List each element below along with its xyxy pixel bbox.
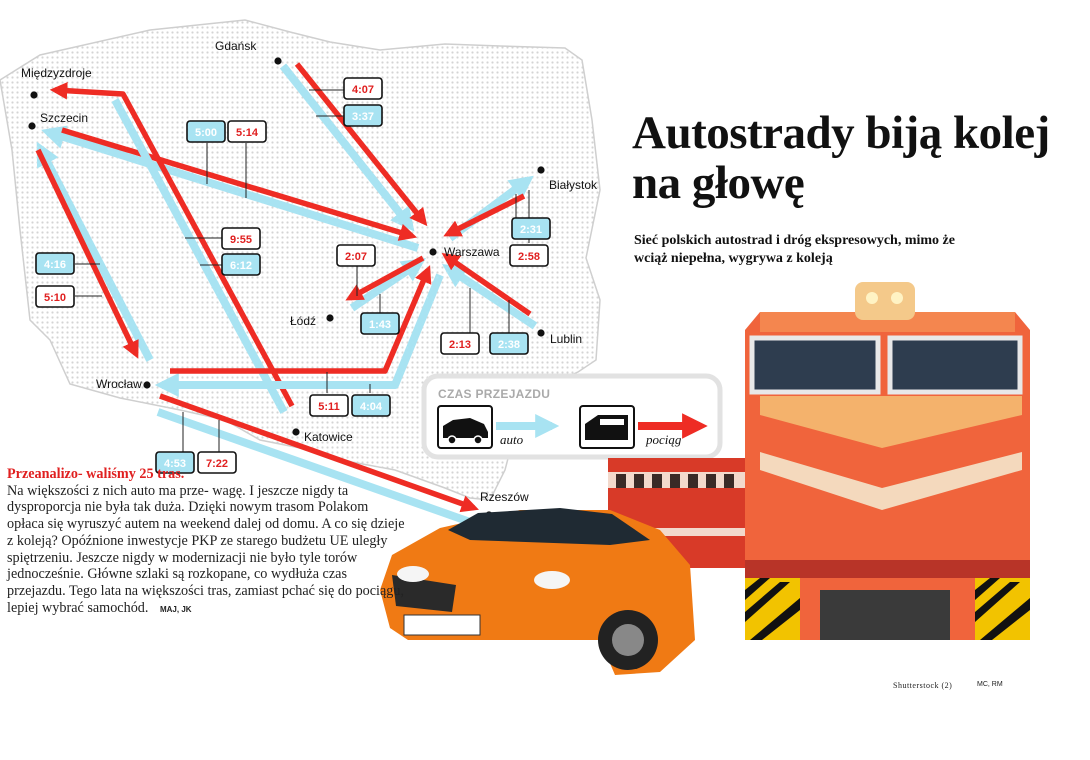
- route-train-lodz-warszawa: [345, 255, 425, 301]
- car-time-box: [360, 312, 400, 335]
- train-time: 2:13: [449, 339, 471, 351]
- train-icon: [579, 405, 635, 449]
- train-time: 4:07: [352, 84, 374, 96]
- city-dot-szczecin: [28, 122, 36, 130]
- car-time-box: [221, 253, 261, 276]
- city-label-katowice: Katowice: [304, 430, 353, 444]
- article-lead: Przeanalizo- waliśmy 25 tras.: [7, 466, 185, 482]
- photo-credit: Shutterstock (2): [893, 681, 953, 690]
- train-time-box: [197, 451, 237, 474]
- route-car-katowice-miedzyzdroje: [111, 98, 288, 414]
- city-label-gdansk: Gdańsk: [215, 39, 257, 53]
- car-time-box: [351, 394, 391, 417]
- city-label-bialystok: Białystok: [549, 178, 598, 192]
- train-time: 5:10: [44, 292, 66, 304]
- city-dot-wroclaw: [143, 381, 151, 389]
- car-time-box: [343, 104, 383, 127]
- route-train-katowice-miedzyzdroje: [49, 81, 295, 408]
- cities-layer: Gdańsk Międzyzdroje Szczecin Białystok W…: [21, 39, 598, 519]
- train-time: 7:22: [206, 458, 228, 470]
- train-time-box: [336, 244, 376, 267]
- city-dot-bialystok: [537, 166, 545, 174]
- route-train-wroclaw-rzeszow: [159, 393, 479, 513]
- route-car-warszawa-wroclaw: [154, 273, 444, 397]
- route-car-wroclaw-szczecin: [36, 141, 154, 362]
- route-train-lublin-warszawa: [441, 252, 532, 317]
- city-dot-miedzyzdroje: [30, 91, 38, 99]
- car-time-box: [186, 120, 226, 143]
- route-train-warszawa-szczecin: [61, 127, 418, 241]
- city-dot-lublin: [537, 329, 545, 337]
- city-label-lublin: Lublin: [550, 332, 582, 346]
- train-time-box: [440, 332, 480, 355]
- train-time-box: [509, 244, 549, 267]
- route-train-bialystok-warszawa: [443, 193, 526, 237]
- city-dot-lodz: [326, 314, 334, 322]
- route-train-wroclaw-szczecin: [35, 148, 139, 359]
- car-time: 2:31: [520, 224, 542, 236]
- train-time: 2:58: [518, 251, 540, 263]
- car-time: 4:04: [360, 401, 383, 413]
- time-boxes: 4:07 3:37 5:00 5:14 9:55 6:12 2:31 2:58 …: [35, 77, 551, 474]
- car-time: 4:16: [44, 259, 66, 271]
- train-time: 5:14: [236, 127, 259, 139]
- legend-train-label: pociąg: [646, 432, 682, 447]
- route-train-warszawa-wroclaw: [170, 265, 432, 374]
- route-car-warszawa-szczecin: [41, 125, 420, 252]
- legend-panel: [421, 373, 723, 460]
- city-dot-warszawa: [429, 248, 437, 256]
- train-time-box: [227, 120, 267, 143]
- train-time: 9:55: [230, 234, 252, 246]
- routes-layer: [35, 62, 538, 526]
- car-icon: [437, 405, 493, 449]
- article-author: MAJ, JK: [159, 604, 192, 614]
- car-time-box: [489, 332, 529, 355]
- city-label-rzeszow: Rzeszów: [480, 490, 529, 504]
- car-illustration: [380, 508, 695, 675]
- train-time: 2:07: [345, 251, 367, 263]
- car-time-box: [35, 252, 75, 275]
- car-time-box: [511, 217, 551, 240]
- legend-car-label: auto: [500, 432, 524, 447]
- car-time-box: [155, 451, 195, 474]
- city-dot-katowice: [292, 428, 300, 436]
- headline-title: Autostrady biją kolej na głowę: [632, 107, 1050, 209]
- route-car-lublin-warszawa: [442, 264, 538, 330]
- car-time: 1:43: [369, 319, 391, 331]
- article-body: Na większości z nich auto ma prze- wagę.…: [7, 482, 405, 616]
- train-time-box: [343, 77, 383, 100]
- city-label-szczecin: Szczecin: [40, 111, 88, 125]
- route-car-gdansk-warszawa: [279, 63, 415, 232]
- city-label-warszawa: Warszawa: [444, 245, 500, 259]
- car-time: 4:53: [164, 458, 186, 470]
- route-car-wroclaw-rzeszow: [156, 408, 472, 526]
- city-label-miedzyzdroje: Międzyzdroje: [21, 66, 92, 80]
- city-label-wroclaw: Wrocław: [96, 377, 142, 391]
- train-time: 5:11: [318, 401, 339, 413]
- legend-title: CZAS PRZEJAZDU: [438, 387, 551, 401]
- car-time: 5:00: [195, 127, 217, 139]
- city-dot-gdansk: [274, 57, 282, 65]
- train-time-box: [309, 394, 349, 417]
- article: Przeanalizo- waliśmy 25 tras. Na większo…: [7, 466, 407, 618]
- graphic-credit: MC, RM: [977, 681, 1003, 688]
- train-time-box: [35, 285, 75, 308]
- car-time: 6:12: [230, 260, 252, 272]
- city-label-lodz: Łódź: [290, 314, 316, 328]
- headline-subtitle: Sieć polskich autostrad i dróg ekspresow…: [634, 233, 955, 266]
- car-time: 2:38: [498, 339, 520, 351]
- car-time: 3:37: [352, 111, 374, 123]
- train-time-box: [221, 227, 261, 250]
